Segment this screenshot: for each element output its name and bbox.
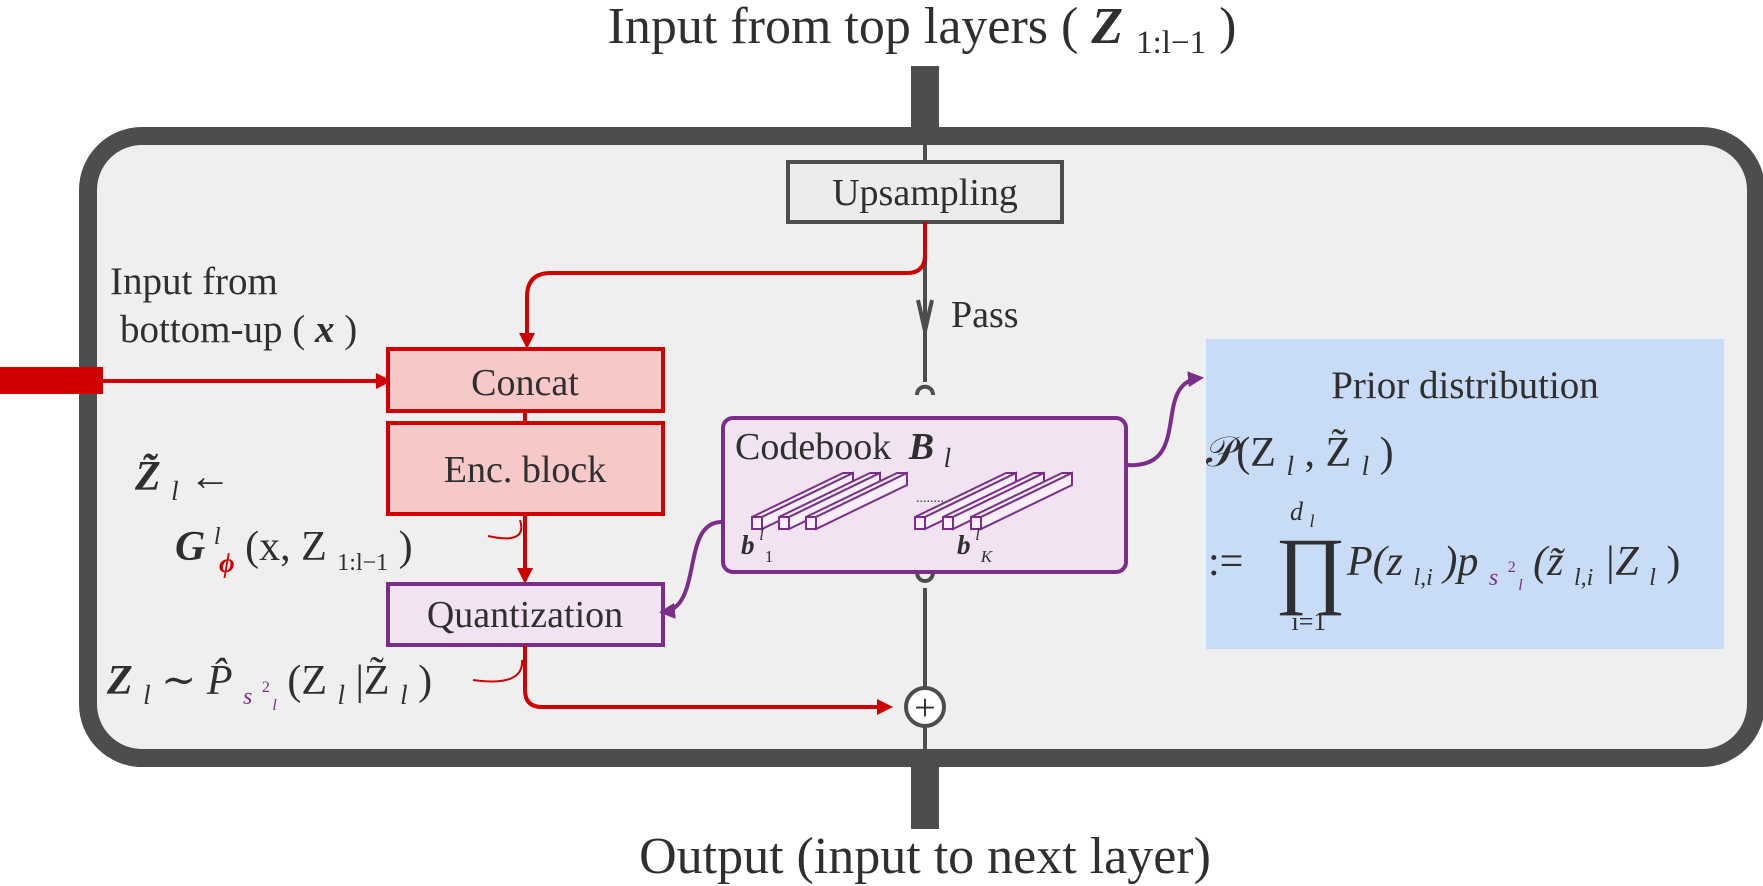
codebook-b1-label: b l 1 bbox=[741, 516, 773, 566]
bottom-up-label-line1: Input from bbox=[110, 260, 278, 303]
sum-symbol: + bbox=[914, 687, 935, 729]
encoder-function-pointer bbox=[487, 519, 523, 540]
codebook-to-prior-arrow bbox=[1125, 371, 1204, 468]
prior-product-upper: d l bbox=[1290, 497, 1315, 531]
bottom-output-label: Output (input to next layer) bbox=[639, 828, 1211, 885]
enc-block-label: Enc. block bbox=[444, 449, 607, 491]
bottom-up-label-line2: bottom-up ( x ) bbox=[120, 308, 357, 351]
quantized-distribution: Z l ∼ P̂ s 2 l (Z l |Z̃ l ) bbox=[106, 656, 432, 720]
quantization-to-sum-arrow bbox=[523, 645, 893, 715]
prior-assign: := bbox=[1208, 539, 1243, 585]
sum-node bbox=[904, 686, 946, 728]
pass-arrow-head bbox=[916, 299, 934, 332]
prior-product-symbol: ∏ bbox=[1275, 520, 1346, 616]
upsampling-label: Upsampling bbox=[832, 172, 1018, 214]
ztilde-assignment: Z̃ l ← bbox=[134, 452, 231, 510]
concat-label: Concat bbox=[471, 362, 579, 404]
codebook-to-quantization-arrow bbox=[659, 519, 724, 619]
prior-distribution-panel bbox=[1206, 339, 1724, 649]
prior-product-lower: i=1 bbox=[1292, 607, 1327, 636]
prior-distribution-title: Prior distribution bbox=[1331, 364, 1599, 407]
top-input-label: Input from top layers ( Z 1:l−1 ) bbox=[608, 0, 1237, 65]
codebook-bk-label: b l K bbox=[957, 516, 994, 566]
codebook-box bbox=[721, 416, 1128, 574]
concat-box bbox=[386, 347, 665, 413]
quantized-distribution-pointer bbox=[472, 659, 524, 683]
codebook-vectors-left bbox=[751, 471, 908, 531]
prior-formula-terms: P(z l,i )p s 2 l (z̃ l,i |Z l ) bbox=[1346, 536, 1680, 600]
encoder-function: G l ϕ (x, Z 1:l−1 ) bbox=[175, 508, 413, 582]
upsampling-to-concat-arrow bbox=[519, 222, 927, 349]
upper-line-jump bbox=[915, 384, 935, 396]
prior-distribution-line1: 𝒫(Z l , Z̃ l ) bbox=[1206, 429, 1394, 485]
codebook-dots: ........ bbox=[916, 491, 944, 506]
lower-line-jump bbox=[915, 571, 935, 583]
codebook-label: Codebook B l bbox=[735, 426, 951, 473]
bottom-up-input-bar bbox=[0, 367, 103, 394]
pass-label: Pass bbox=[951, 294, 1019, 336]
codebook-vectors-right bbox=[914, 471, 1073, 531]
quantization-label: Quantization bbox=[427, 594, 623, 636]
